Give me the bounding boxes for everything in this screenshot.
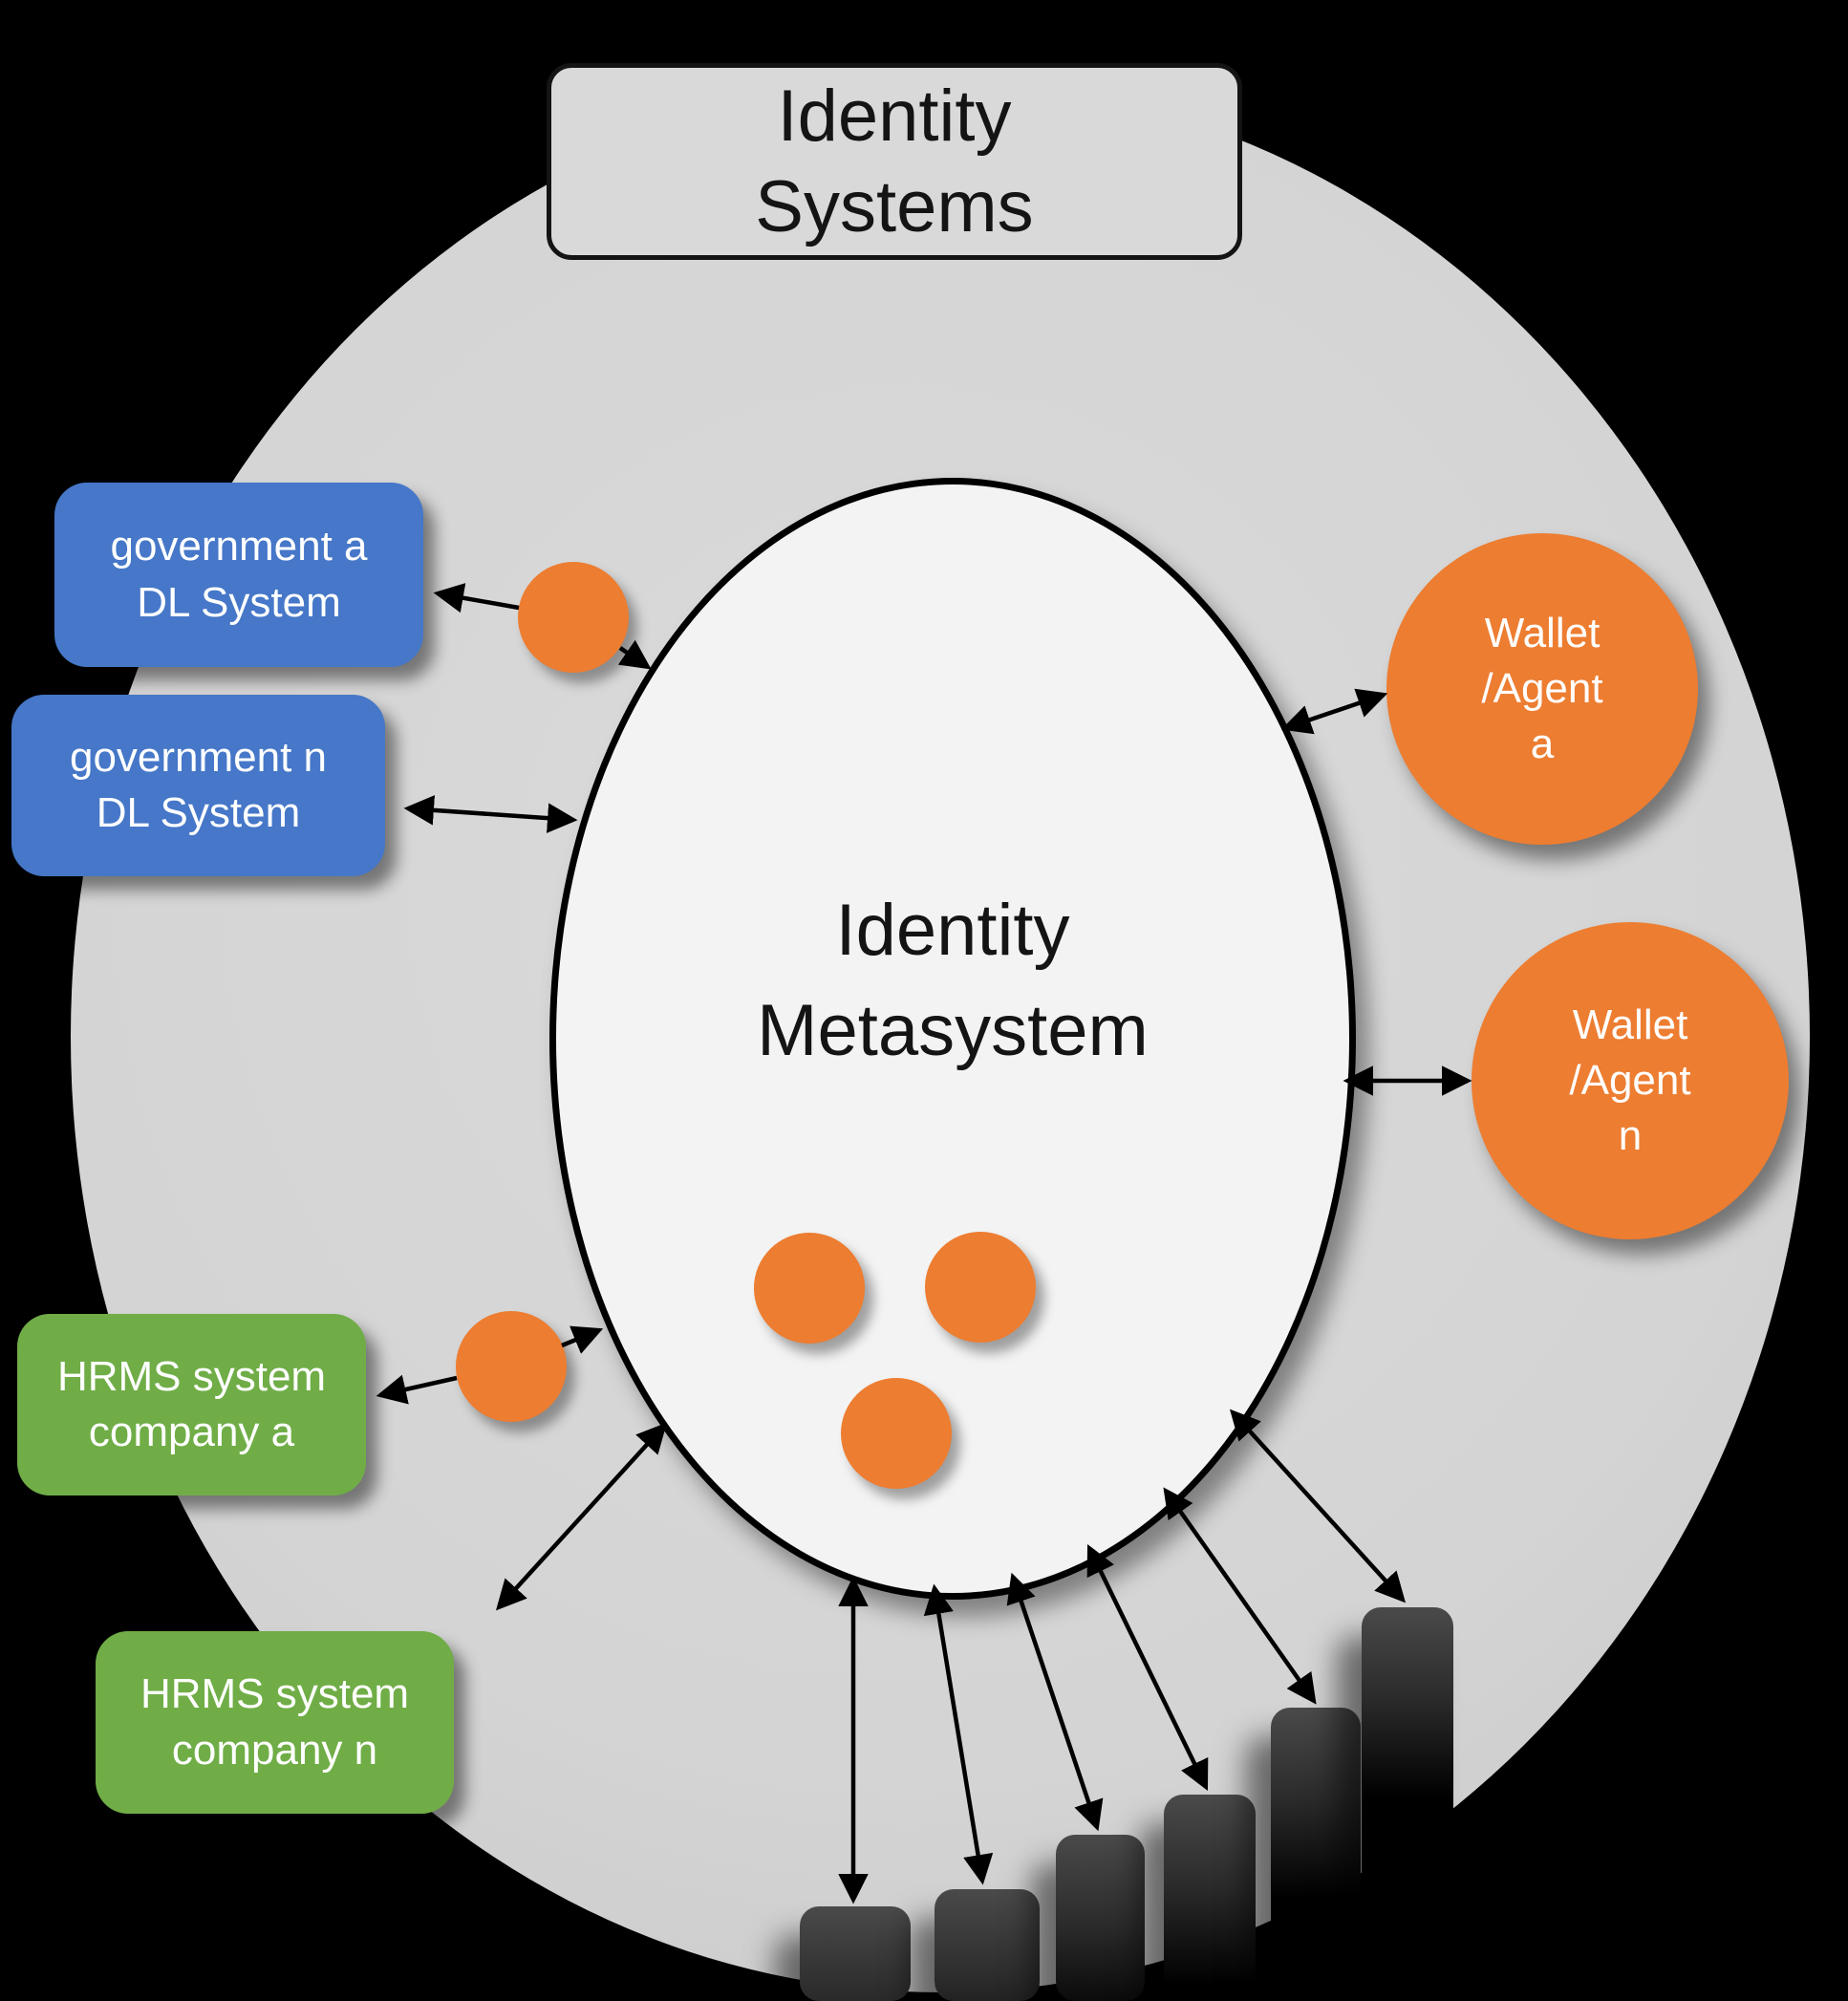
government-n-dl-system-box: government n DL System <box>11 695 385 876</box>
identity-systems-title: Identity Systems <box>755 75 1034 247</box>
connector-dot-hrms <box>456 1311 567 1422</box>
hrms-company-a-box: HRMS system company a <box>17 1314 366 1495</box>
identity-metasystem-label: Identity Metasystem <box>757 890 1149 1071</box>
government-a-dl-system-box: government a DL System <box>54 483 423 667</box>
wallet-agent-a-label: Wallet /Agent a <box>1481 609 1603 768</box>
connected-system-box-6 <box>1362 1607 1453 1913</box>
hrms-company-n-box: HRMS system company n <box>96 1631 454 1814</box>
connector-dot-government <box>518 562 629 673</box>
wallet-agent-a-circle: Wallet /Agent a <box>1386 533 1698 845</box>
metasystem-dot-2 <box>925 1232 1036 1343</box>
hrms-company-a-label: HRMS system company a <box>56 1352 327 1455</box>
identity-systems-title-box: Identity Systems <box>547 63 1242 260</box>
identity-metasystem-ellipse: Identity Metasystem <box>549 478 1356 1600</box>
wallet-agent-n-circle: Wallet /Agent n <box>1472 922 1789 1239</box>
government-a-dl-system-label: government a DL System <box>110 523 368 626</box>
metasystem-dot-3 <box>841 1378 952 1489</box>
hrms-company-n-label: HRMS system company n <box>140 1670 410 1774</box>
connected-system-box-4 <box>1164 1795 1256 2001</box>
connected-system-box-3 <box>1056 1835 1145 2001</box>
government-n-dl-system-label: government n DL System <box>69 733 328 836</box>
connected-system-box-2 <box>935 1889 1040 2001</box>
connected-system-box-5 <box>1271 1708 1361 1975</box>
wallet-agent-n-label: Wallet /Agent n <box>1569 1000 1691 1160</box>
metasystem-dot-1 <box>754 1233 865 1344</box>
connected-system-box-1 <box>800 1906 911 2001</box>
